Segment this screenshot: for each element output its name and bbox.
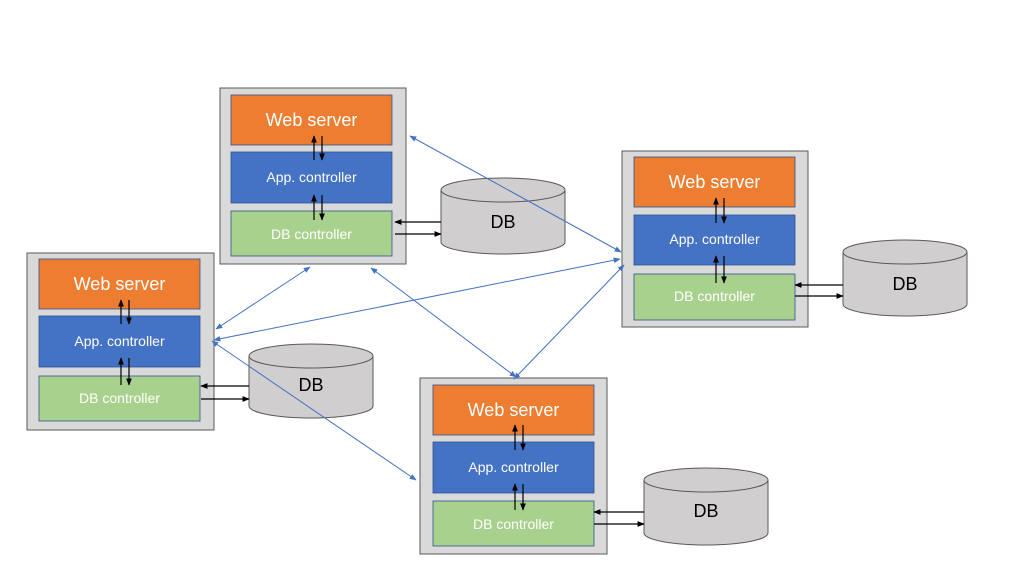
server-node-1: Web server App. controller DB controller (219, 87, 407, 265)
db-controller-label: DB controller (271, 226, 352, 242)
web-server-label: Web server (266, 110, 358, 130)
database-top (248, 343, 374, 369)
database-cylinder (643, 480, 769, 546)
app-controller-label: App. controller (266, 169, 357, 185)
database-label: DB (693, 501, 718, 521)
web-server-label: Web server (468, 400, 560, 420)
database-4: DB (593, 467, 769, 546)
db-controller-label: DB controller (79, 390, 160, 406)
internal-arrows (512, 424, 526, 511)
internal-arrows (118, 299, 132, 386)
database-2: DB (794, 239, 968, 317)
app-controller-label: App. controller (669, 231, 760, 247)
database-top (643, 467, 769, 493)
db-controller-block (633, 273, 796, 321)
database-cylinder (842, 252, 968, 317)
database-3: DB (200, 343, 374, 419)
app-controller-label: App. controller (468, 459, 559, 475)
peer-link-2-4 (513, 264, 625, 380)
peer-link-3-4 (211, 340, 417, 481)
app-controller-block (230, 151, 393, 204)
server-node-4: Web server App. controller DB controller (419, 377, 608, 555)
db-controller-label: DB controller (473, 516, 554, 532)
peer-link-1-3 (215, 266, 311, 330)
database-label: DB (298, 375, 323, 395)
web-server-label: Web server (669, 172, 761, 192)
peer-link-2-3 (213, 257, 621, 342)
db-controller-block (38, 375, 201, 422)
db-controller-block (432, 500, 595, 547)
db-controller-label: DB controller (674, 288, 755, 304)
internal-arrows (311, 135, 325, 221)
server-node-3: Web server App. controller DB controller (26, 252, 215, 431)
database-top (842, 239, 968, 265)
database-1: DB (394, 177, 566, 255)
server-node-2: Web server App. controller DB controller (621, 150, 809, 328)
internal-arrows (713, 197, 727, 284)
app-controller-label: App. controller (74, 333, 165, 349)
database-label: DB (892, 274, 917, 294)
peer-links (211, 135, 625, 481)
database-top (440, 177, 566, 203)
peer-link-1-2 (409, 135, 622, 253)
database-label: DB (490, 212, 515, 232)
web-server-label: Web server (74, 274, 166, 294)
peer-link-1-4 (370, 267, 517, 378)
db-controller-block (230, 210, 393, 257)
